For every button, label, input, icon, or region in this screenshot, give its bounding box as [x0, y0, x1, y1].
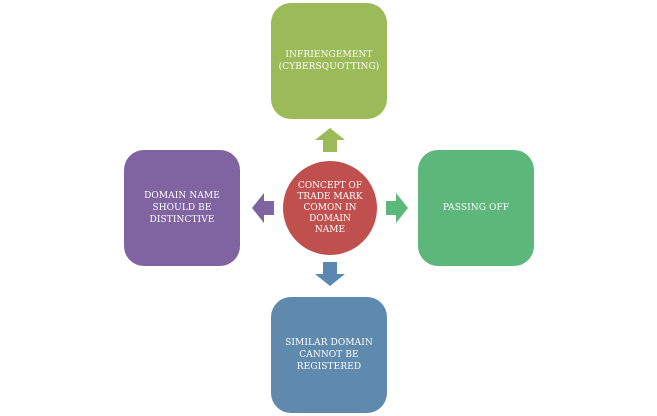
center-circle-label: CONCEPT OF TRADE MARK COMON IN DOMAIN NA…: [297, 180, 363, 235]
left-box-label: DOMAIN NAME SHOULD BE DISTINCTIVE: [144, 191, 220, 225]
center-circle: CONCEPT OF TRADE MARK COMON IN DOMAIN NA…: [283, 161, 377, 255]
top-box: INFRIENGEMENT (CYBERSQUOTTING): [271, 3, 387, 119]
arrow-up-icon: [315, 128, 345, 152]
bottom-box: SIMILAR DOMAIN CANNOT BE REGISTERED: [271, 297, 387, 413]
left-box: DOMAIN NAME SHOULD BE DISTINCTIVE: [124, 150, 240, 266]
right-box: PASSING OFF: [418, 150, 534, 266]
top-box-label: INFRIENGEMENT (CYBERSQUOTTING): [278, 50, 380, 72]
arrow-down-icon: [315, 262, 345, 286]
arrow-left-icon: [252, 193, 274, 223]
arrow-right-icon: [386, 193, 408, 223]
right-box-label: PASSING OFF: [442, 203, 510, 213]
bottom-box-label: SIMILAR DOMAIN CANNOT BE REGISTERED: [285, 338, 373, 372]
